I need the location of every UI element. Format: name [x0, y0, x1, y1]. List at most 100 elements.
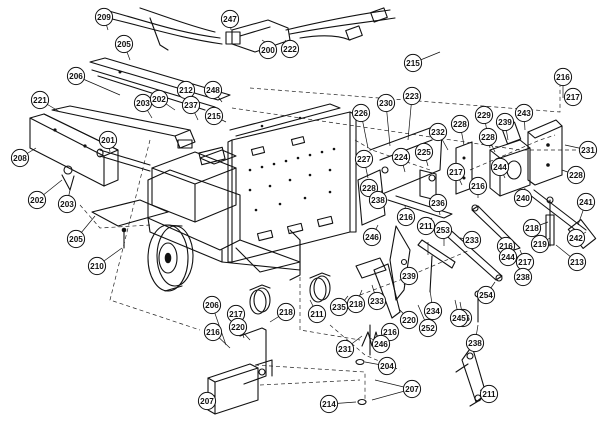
callout-219: 219: [530, 234, 550, 254]
callout-ring: [197, 391, 217, 411]
callout-number: 233: [465, 236, 479, 245]
callout-number: 216: [556, 73, 570, 82]
callout-number: 213: [570, 258, 584, 267]
callout-ring: [449, 308, 469, 328]
callout-ring: [319, 394, 339, 414]
callout-number: 237: [184, 101, 198, 110]
callout-ring: [474, 105, 494, 125]
callout-number: 246: [374, 340, 388, 349]
callout-ring: [450, 114, 470, 134]
callout-ring: [94, 7, 114, 27]
callout-217: 217: [515, 252, 535, 272]
callout-218: 218: [522, 218, 542, 238]
callout-number: 228: [453, 120, 467, 129]
callout-215: 215: [204, 106, 224, 126]
callout-number: 217: [229, 310, 243, 319]
callout-ring: [391, 147, 411, 167]
callout-ring: [280, 39, 300, 59]
callout-245: 245: [449, 308, 469, 328]
callout-238: 238: [368, 190, 388, 210]
callout-228: 228: [566, 165, 586, 185]
callout-ring: [307, 304, 327, 324]
callout-ring: [414, 142, 434, 162]
callout-236: 236: [428, 193, 448, 213]
callout-ring: [10, 148, 30, 168]
callout-222: 222: [280, 39, 300, 59]
assembly-guide-lines: [79, 78, 590, 400]
callout-252: 252: [418, 318, 438, 338]
callout-ring: [276, 302, 296, 322]
callout-234: 234: [423, 301, 443, 321]
callout-241: 241: [576, 192, 596, 212]
lever-236: [389, 225, 456, 301]
callout-number: 228: [481, 133, 495, 142]
callout-number: 223: [405, 92, 419, 101]
callout-number: 241: [579, 198, 593, 207]
callout-number: 216: [206, 328, 220, 337]
callout-number: 236: [431, 199, 445, 208]
callout-207: 207: [402, 379, 422, 399]
callout-number: 204: [380, 362, 394, 371]
callout-211: 211: [307, 304, 327, 324]
callout-number: 227: [357, 155, 371, 164]
callout-number: 211: [419, 222, 433, 231]
callout-239: 239: [495, 112, 515, 132]
callout-233: 233: [462, 230, 482, 250]
callout-number: 232: [431, 128, 445, 137]
callout-number: 228: [362, 184, 376, 193]
callout-ring: [220, 9, 240, 29]
callout-216: 216: [468, 176, 488, 196]
callout-ring: [433, 220, 453, 240]
callout-number: 202: [30, 196, 44, 205]
callout-206: 206: [66, 66, 86, 86]
callout-ring: [98, 130, 118, 150]
callout-ring: [578, 140, 598, 160]
main-wheel: [147, 224, 194, 292]
callout-ring: [513, 188, 533, 208]
callout-ring: [367, 291, 387, 311]
callout-244: 244: [490, 157, 510, 177]
callout-205: 205: [66, 229, 86, 249]
caster-wheel-left: [249, 284, 271, 315]
callout-number: 216: [471, 182, 485, 191]
callout-number: 216: [499, 242, 513, 251]
callout-number: 216: [383, 328, 397, 337]
callout-ring: [514, 103, 534, 123]
clip-pin-202: [61, 165, 75, 191]
callout-ring: [149, 89, 169, 109]
callout-246: 246: [362, 227, 382, 247]
callout-number: 206: [205, 301, 219, 310]
callout-216: 216: [396, 207, 416, 227]
callout-number: 235: [332, 303, 346, 312]
callout-ring: [351, 103, 371, 123]
callout-number: 240: [516, 194, 530, 203]
callout-214: 214: [319, 394, 339, 414]
callout-ring: [563, 87, 583, 107]
callout-ring: [30, 90, 50, 110]
callout-ring: [204, 106, 224, 126]
callout-218: 218: [276, 302, 296, 322]
callout-230: 230: [376, 93, 396, 113]
callout-ring: [57, 194, 77, 214]
callout-203: 203: [57, 194, 77, 214]
front-bumper-bar-208: [29, 113, 119, 187]
callout-number: 214: [322, 400, 336, 409]
callout-ring: [377, 356, 397, 376]
callout-ring: [399, 310, 419, 330]
callout-ring: [479, 384, 499, 404]
callout-220: 220: [228, 317, 248, 337]
callout-number: 234: [426, 307, 440, 316]
callout-number: 231: [581, 146, 595, 155]
callout-254: 254: [476, 285, 496, 305]
callout-207: 207: [197, 391, 217, 411]
callout-number: 201: [101, 136, 115, 145]
callout-ring: [567, 252, 587, 272]
callout-217: 217: [563, 87, 583, 107]
pin-245: [429, 255, 433, 293]
callout-number: 211: [310, 310, 324, 319]
callout-number: 219: [533, 240, 547, 249]
callout-number: 238: [516, 273, 530, 282]
callout-ring: [566, 228, 586, 248]
callout-244: 244: [498, 247, 518, 267]
